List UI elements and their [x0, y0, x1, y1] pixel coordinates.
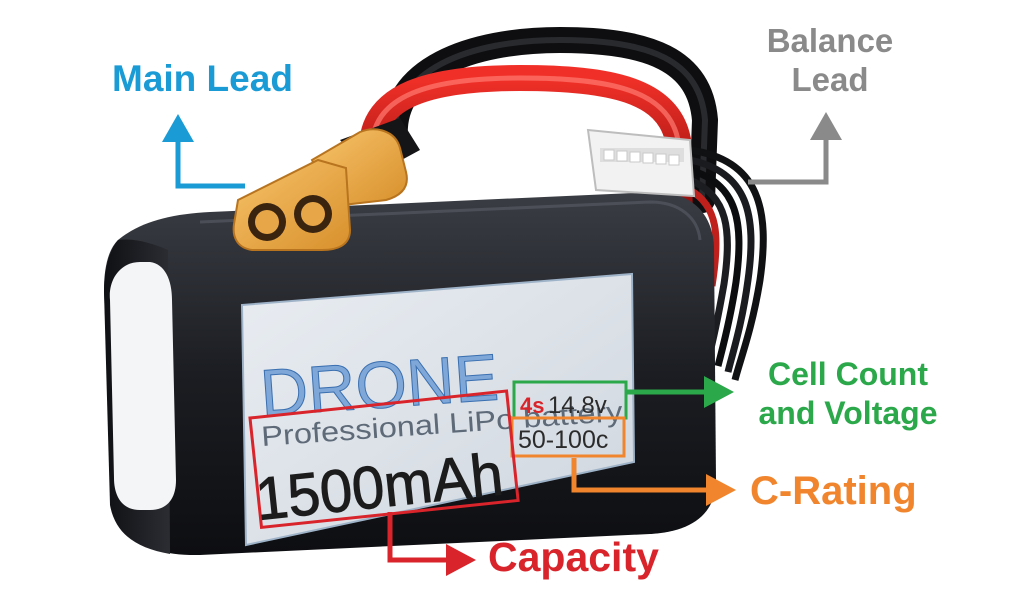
voltage-text: 14.8v — [548, 392, 607, 419]
balance-lead-line1: Balance — [766, 22, 894, 59]
c-rating-text: 50-100c — [518, 426, 608, 454]
balance-lead-line2: Lead — [791, 60, 869, 98]
brand-text: DRONE — [258, 340, 501, 430]
main-lead-label: Main Lead — [112, 58, 293, 99]
balance-lead-arrow — [748, 112, 842, 185]
battery-label: DRONE Professional LiPo battery 4s 14.8v… — [240, 272, 636, 547]
cell-count-line1: Cell Count — [768, 356, 928, 392]
capacity-label: Capacity — [488, 534, 659, 580]
balance-plug — [586, 128, 696, 198]
capacity-arrow — [387, 512, 476, 576]
c-rating-label: C-Rating — [750, 469, 917, 513]
cells-text: 4s — [520, 393, 544, 418]
main-lead-arrow — [162, 114, 245, 189]
cell-count-arrow — [626, 376, 734, 408]
xt60-connector — [232, 118, 420, 251]
cell-count-label: Cell Count and Voltage — [748, 355, 948, 433]
c-rating-arrow — [571, 458, 736, 506]
cell-count-line2: and Voltage — [758, 395, 938, 432]
balance-lead-label: Balance Lead — [760, 22, 900, 100]
main-lead-wires — [359, 26, 719, 228]
battery-end-cap — [109, 262, 176, 510]
